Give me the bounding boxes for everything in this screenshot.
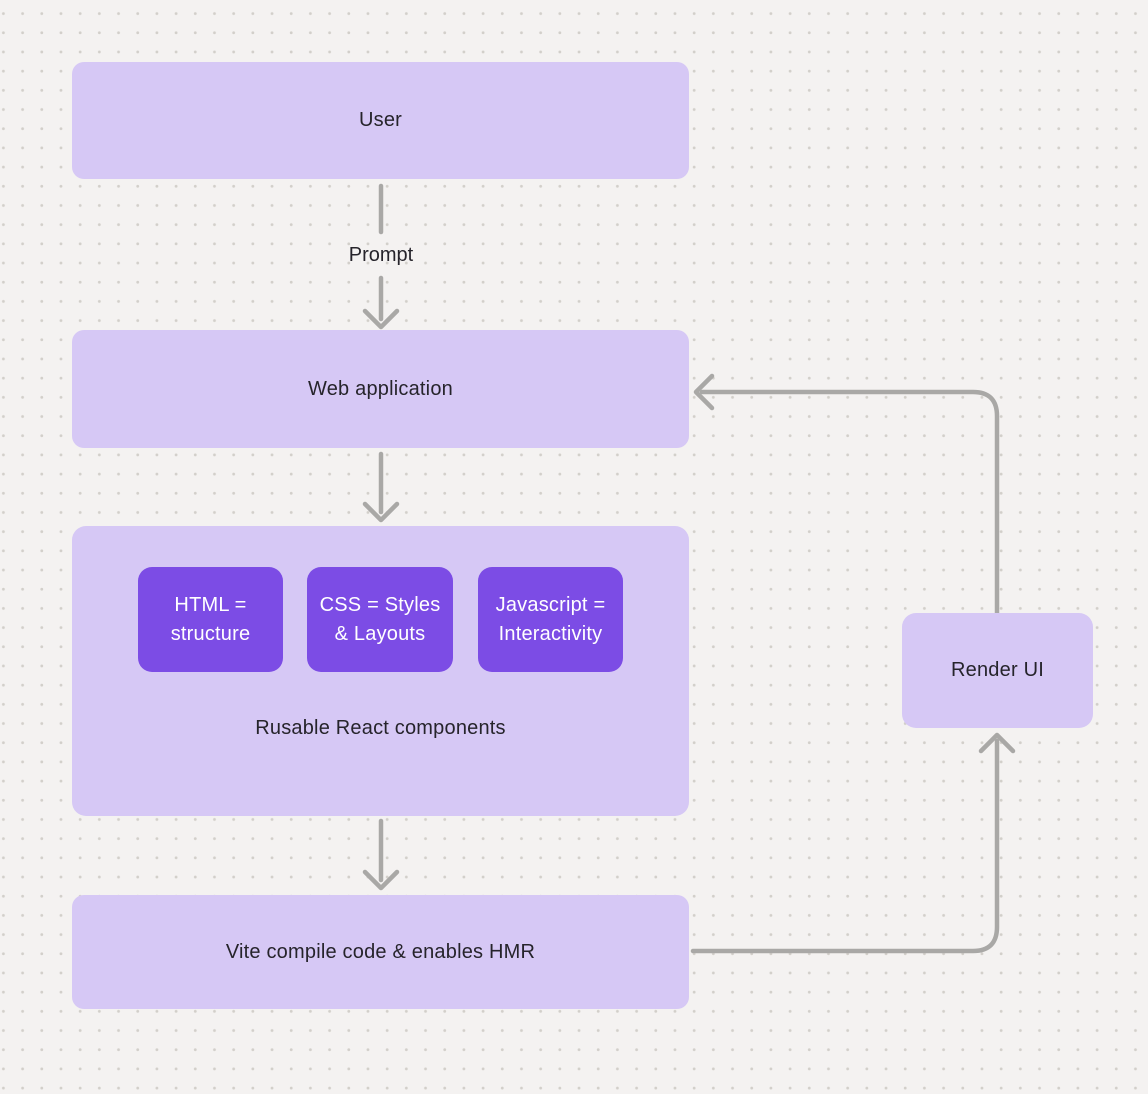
subnode-javascript-label: Javascript = Interactivity [495,593,606,645]
node-user-label: User [358,109,403,131]
edge-components-to-vite [362,818,400,891]
edge-label-prompt: Prompt [348,244,414,266]
arrowhead-up-icon [978,732,1016,754]
edge-renderui-to-webapp [693,373,1000,616]
edge-renderui-to-webapp-line [699,389,1000,616]
node-web-application-label: Web application [308,377,453,400]
edge-webapp-to-components [362,451,400,523]
node-render-ui: Render UI [902,613,1093,728]
edge-vite-to-renderui [690,732,1016,954]
subnode-javascript: Javascript = Interactivity [478,567,623,672]
subnode-css: CSS = Styles & Layouts [307,567,453,672]
node-vite: Vite compile code & enables HMR [72,895,689,1009]
arrowhead-down-icon [362,501,400,523]
node-react-components-group: HTML = structure CSS = Styles & Layouts … [72,526,689,816]
node-vite-label: Vite compile code & enables HMR [225,940,536,963]
subnode-html-label: HTML = structure [170,593,251,645]
edge-vite-to-renderui-line [690,738,1000,954]
subnode-html: HTML = structure [138,567,283,672]
node-render-ui-label: Render UI [951,659,1044,681]
subnode-css-label: CSS = Styles & Layouts [319,593,441,645]
node-web-application: Web application [72,330,689,448]
node-user: User [72,62,689,179]
arrowhead-down-icon [362,308,400,330]
react-components-caption: Rusable React components [255,717,506,739]
arrowhead-down-icon [362,869,400,891]
arrowhead-left-icon [693,373,715,411]
